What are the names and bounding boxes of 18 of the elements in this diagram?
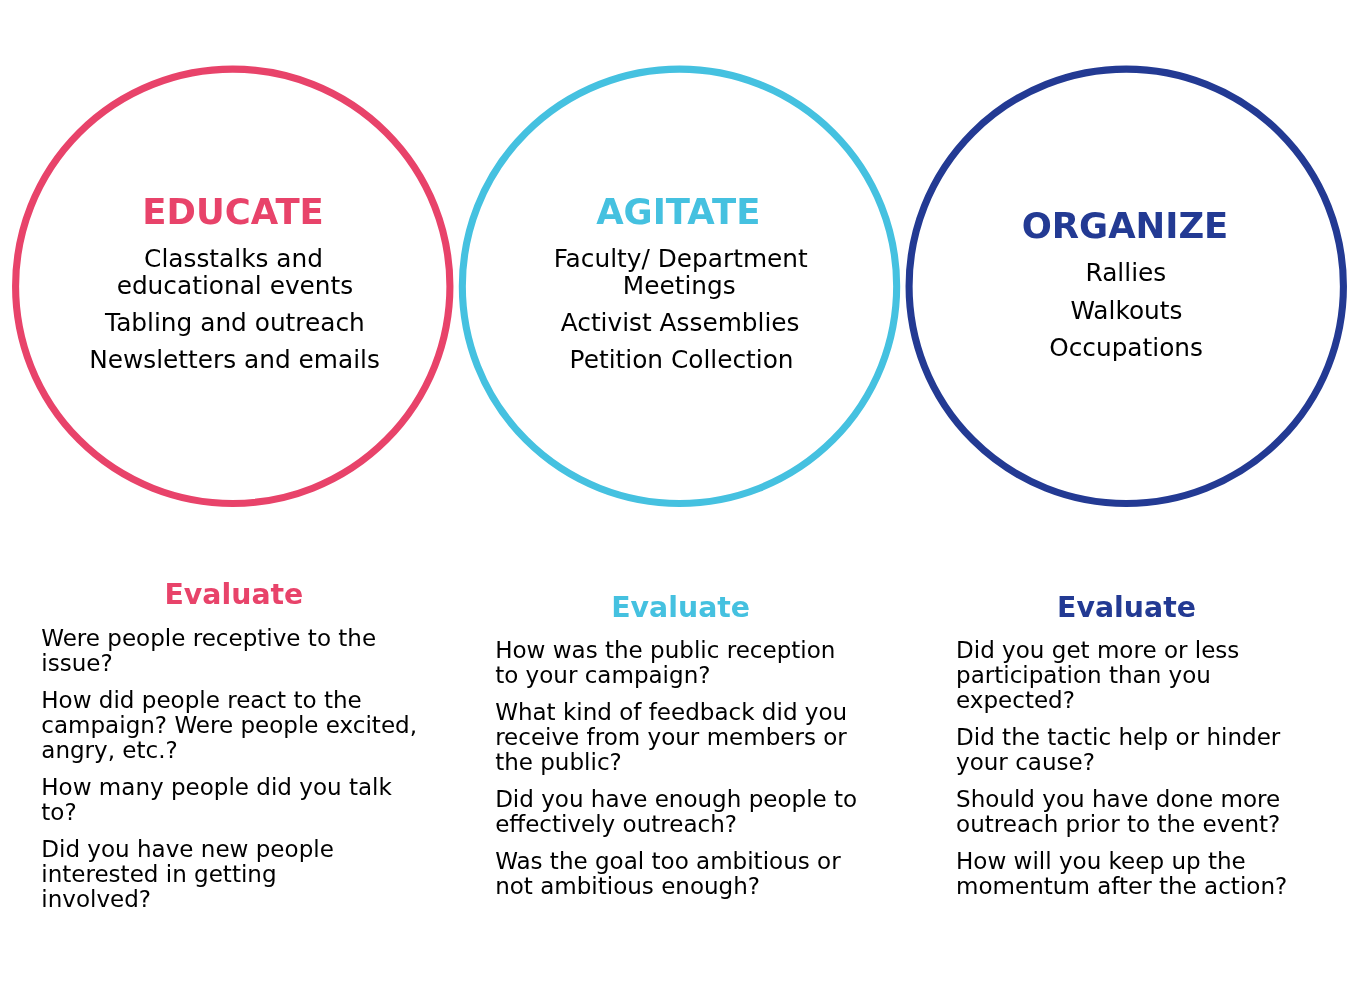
node-circle: EDUCATE Classtalks and educational events Tabling and outreach Newsletters and emails <box>12 65 454 507</box>
node-label: What kind of feedback did you receive from your members or the public? <box>495 698 848 775</box>
node-label: Evaluate <box>611 590 751 624</box>
node-label: Were people receptive to the issue? <box>41 624 377 676</box>
node-label: Should you have done more outreach prior to the event? <box>956 785 1281 837</box>
node-circle: ORGANIZE Rallies Walkouts Occupations <box>905 65 1347 507</box>
node-label: Was the goal too ambitious or not ambitious enough? <box>495 847 841 899</box>
node-label: How was the public reception to your campaign? <box>495 636 836 688</box>
node-label: Did you have enough people to effectively outreach? <box>495 785 858 837</box>
node-circle: AGITATE Faculty/ Department Meetings Activist Assemblies Petition Collection <box>458 65 901 507</box>
node-label: How will you keep up the momentum after the action? <box>956 847 1288 899</box>
node-label: Did you get more or less participation than you expected? <box>956 636 1240 713</box>
node-label: Did you have new people interested in getting involved? <box>41 835 334 912</box>
node-label: Evaluate <box>1057 590 1196 624</box>
node-label: How many people did you talk to? <box>41 773 392 825</box>
node-label: Evaluate <box>164 577 304 611</box>
node-label: Did the tactic help or hinder your cause? <box>956 723 1281 775</box>
node-label: How did people react to the campaign? Were people excited, angry, etc.? <box>41 686 418 763</box>
